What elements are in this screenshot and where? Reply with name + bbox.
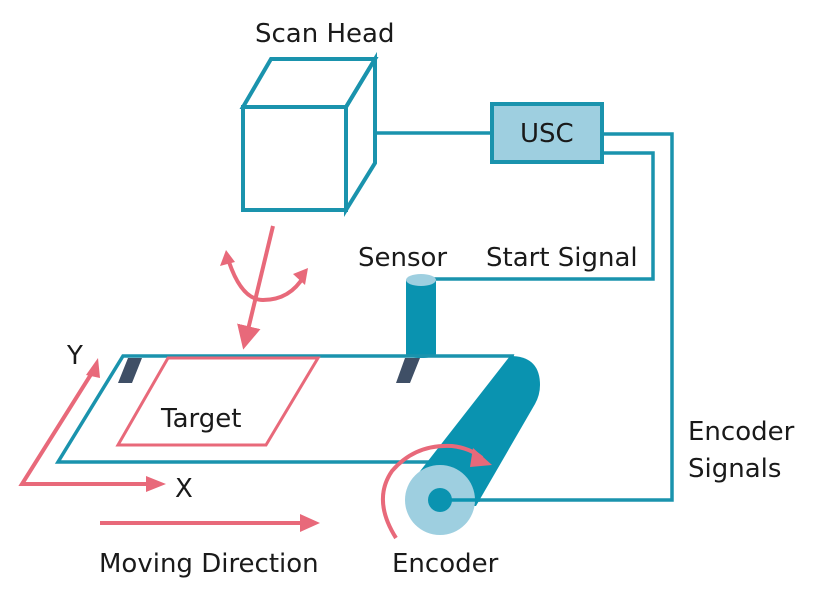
sensor-body (406, 280, 436, 354)
scan-head-side-face (344, 51, 377, 218)
laser-beam-arrow (237, 225, 275, 350)
sensor-label: Sensor (358, 243, 447, 273)
sensor-top (406, 274, 436, 286)
scan-head-top-face (239, 57, 379, 109)
belt-mark-right (396, 358, 420, 383)
encoder-signal-line (437, 132, 674, 502)
belt-mark-left (118, 358, 142, 383)
encoder-signals-label-line2: Signals (688, 454, 781, 484)
usc-label: USC (520, 119, 574, 149)
encoder-rotation-arc (380, 443, 484, 540)
deflection-arrowhead-right (293, 268, 308, 285)
encoder-rotation-arrowhead (470, 448, 492, 467)
target-area (115, 356, 321, 447)
scan-head (239, 51, 379, 218)
y-axis-label: Y (66, 341, 83, 371)
encoder-label: Encoder (392, 549, 499, 579)
deflection-arrowhead-left (220, 250, 235, 266)
start-signal-line (418, 151, 655, 281)
start-signal-label: Start Signal (486, 243, 638, 273)
scan-head-label: Scan Head (255, 19, 394, 49)
moving-direction-arrowhead (300, 514, 320, 532)
sensor (406, 274, 436, 358)
x-axis-label: X (175, 474, 193, 504)
x-axis-arrowhead (146, 476, 166, 492)
target-label: Target (160, 404, 241, 434)
scan-direction-arrows (220, 225, 308, 350)
encoder-signals-label-line1: Encoder (688, 417, 795, 447)
axes-lines (18, 366, 150, 486)
deflection-arc (227, 261, 306, 303)
encoder (380, 443, 492, 540)
y-axis-arrowhead (86, 358, 100, 378)
moving-direction-label: Moving Direction (99, 549, 319, 579)
scan-head-front-face (241, 105, 348, 212)
coordinate-axes (18, 358, 166, 492)
